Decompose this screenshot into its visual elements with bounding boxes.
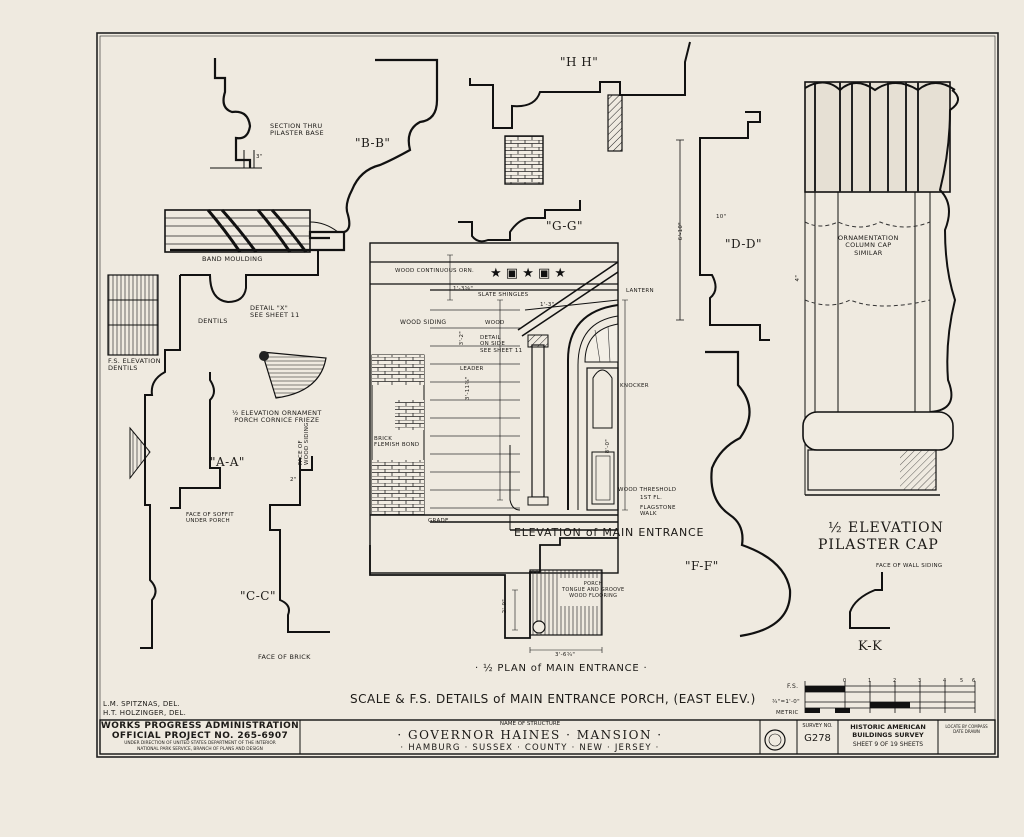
- scale-number: 3: [918, 678, 922, 684]
- section-dd-profile: [676, 111, 770, 341]
- wpa-line-1: WORKS PROGRESS ADMINISTRATION: [100, 721, 300, 731]
- section-label-ff: "F-F": [685, 559, 719, 573]
- label-wood-threshold: WOOD THRESHOLD: [618, 487, 677, 493]
- structure-name: · GOVERNOR HAINES · MANSION ·: [397, 728, 663, 742]
- main-entrance-plan: [369, 537, 618, 653]
- name-of-structure-label: NAME OF STRUCTURE: [499, 721, 561, 727]
- graphic-scale: [804, 681, 976, 713]
- title-elevation-main-entrance: ELEVATION of MAIN ENTRANCE: [514, 526, 705, 539]
- label-fs-elevation-dentils: F.S. ELEVATION DENTILS: [108, 357, 161, 373]
- dimension: 2": [290, 477, 297, 483]
- label-lantern: LANTERN: [626, 288, 654, 294]
- title-half-elevation: ½ ELEVATION: [828, 520, 944, 536]
- label-face-of-wood-siding: FACE OF WOOD SIDING: [298, 422, 311, 465]
- section-bb-profile: [170, 58, 439, 252]
- scale-number: 0: [843, 678, 847, 684]
- structure-location: · HAMBURG · SUSSEX · COUNTY · NEW · JERS…: [400, 743, 660, 753]
- dimension: 6'-10": [678, 221, 685, 241]
- scale-label-three-quarter: ¾"=1'-0": [772, 699, 800, 705]
- label-wood-continuous: WOOD CONTINUOUS ORN.: [395, 268, 475, 274]
- section-cc-profile: [269, 456, 330, 633]
- label-slate-shingles: SLATE SHINGLES: [478, 292, 529, 298]
- habs-line-2: BUILDINGS SURVEY: [852, 731, 924, 739]
- label-band-moulding: BAND MOULDING: [202, 255, 263, 263]
- sheet-info: SHEET 9 OF 19 SHEETS: [852, 741, 924, 748]
- survey-no: G278: [804, 733, 831, 744]
- band-moulding-drawing: [164, 208, 339, 253]
- dentils-elevation: [107, 274, 159, 356]
- main-entrance-elevation: ★ ▣ ★ ▣ ★: [369, 242, 628, 574]
- scale-number: 1: [868, 678, 872, 684]
- dimension: 3": [256, 154, 263, 160]
- delineator-1: L.M. SPITZNAS, DEL.: [103, 700, 180, 708]
- label-detail-x: DETAIL "X" SEE SHEET 11: [250, 304, 300, 320]
- dimension: 3'-11¾": [464, 376, 471, 401]
- section-ff-profile: [705, 350, 792, 638]
- dimension: 10": [716, 214, 727, 220]
- scale-number: 5: [960, 678, 964, 684]
- section-label-bb: "B-B": [355, 136, 391, 150]
- section-label-aa: "A-A": [210, 455, 245, 469]
- scale-label-fs: F.S.: [787, 683, 799, 690]
- label-dentils: DENTILS: [198, 317, 228, 325]
- dimension: 3'-6¾": [555, 652, 576, 658]
- label-detail-on-side: DETAIL ON SIDE SEE SHEET 11: [480, 335, 523, 354]
- section-kk-profile: [849, 572, 890, 629]
- hh-brick-detail: [504, 135, 544, 185]
- wpa-line-2: OFFICIAL PROJECT NO. 265-6907: [111, 731, 289, 741]
- label-grade: GRADE: [428, 518, 449, 524]
- label-leader: LEADER: [460, 366, 484, 372]
- section-hh-profile: [469, 41, 691, 129]
- label-porch: PORCH TONGUE AND GROOVE WOOD FLOORING: [562, 581, 625, 599]
- section-label-gg: "G-G": [546, 219, 583, 233]
- delineator-2: H.T. HOLZINGER, DEL.: [103, 709, 187, 717]
- title-block-frame: [99, 719, 996, 755]
- label-ornamentation: ORNAMENTATION COLUMN CAP SIMILAR: [838, 234, 899, 257]
- dimension: 1'-3⅝": [453, 286, 474, 292]
- pilaster-cap-elevation: [802, 81, 959, 496]
- small-note: LOCATE BY COMPASS DATE DRAWN: [945, 724, 988, 734]
- section-label-kk: K-K: [858, 639, 883, 654]
- section-label-dd: "D-D": [725, 237, 763, 251]
- dimension: 4": [795, 274, 802, 282]
- scale-number: 4: [943, 678, 947, 684]
- title-plan-main-entrance: · ½ PLAN of MAIN ENTRANCE ·: [475, 663, 648, 674]
- wpa-line-4: NATIONAL PARK SERVICE, BRANCH OF PLANS A…: [137, 747, 263, 752]
- hh-rope-detail: [607, 94, 623, 152]
- label-face-of-wall-siding: FACE OF WALL SIDING: [876, 563, 943, 569]
- label-brick-flemish-bond: BRICK FLEMISH BOND: [374, 436, 420, 449]
- label-flagstone-walk: FLAGSTONE WALK: [640, 505, 676, 518]
- scale-number: 2: [893, 678, 897, 684]
- svg-text:★ ▣ ★ ▣ ★: ★ ▣ ★ ▣ ★: [490, 266, 566, 281]
- dimension: 8'-0": [605, 438, 612, 454]
- title-pilaster-cap: PILASTER CAP: [818, 537, 939, 553]
- survey-no-label: SURVEY NO.: [802, 723, 833, 729]
- dimension: 2'-9": [502, 598, 509, 614]
- drawing-scale-title: SCALE & F.S. DETAILS of MAIN ENTRANCE PO…: [350, 692, 756, 706]
- label-face-of-brick: FACE OF BRICK: [258, 653, 311, 661]
- ornament-fan: [259, 351, 327, 399]
- outer-border: [96, 32, 999, 758]
- habs-line-1: HISTORIC AMERICAN: [850, 723, 926, 731]
- label-face-of-soffit: FACE OF SOFFIT UNDER PORCH: [186, 512, 234, 525]
- scale-label-metric: METRIC: [776, 710, 799, 716]
- section-aa-profile: [170, 372, 221, 509]
- label-knocker: KNOCKER: [620, 383, 649, 389]
- wpa-line-3: UNDER DIRECTION OF UNITED STATES DEPARTM…: [124, 741, 276, 746]
- section-gg-profile: [458, 200, 581, 243]
- label-first-floor: 1ST FL.: [640, 495, 663, 501]
- scale-number: 6: [972, 678, 976, 684]
- section-label-hh: "H H": [560, 55, 599, 69]
- label-section-thru-pilaster-base: SECTION THRU PILASTER BASE: [270, 122, 324, 138]
- side-ornament: [129, 426, 151, 480]
- section-label-cc: "C-C": [240, 589, 276, 603]
- label-ornament: ½ ELEVATION ORNAMENT PORCH CORNICE FRIEZ…: [232, 409, 322, 425]
- dimension: 1'-3": [540, 302, 555, 308]
- dimension: 3'-2": [459, 330, 466, 346]
- label-wood: WOOD: [485, 320, 505, 326]
- label-wood-siding: WOOD SIDING: [400, 319, 447, 326]
